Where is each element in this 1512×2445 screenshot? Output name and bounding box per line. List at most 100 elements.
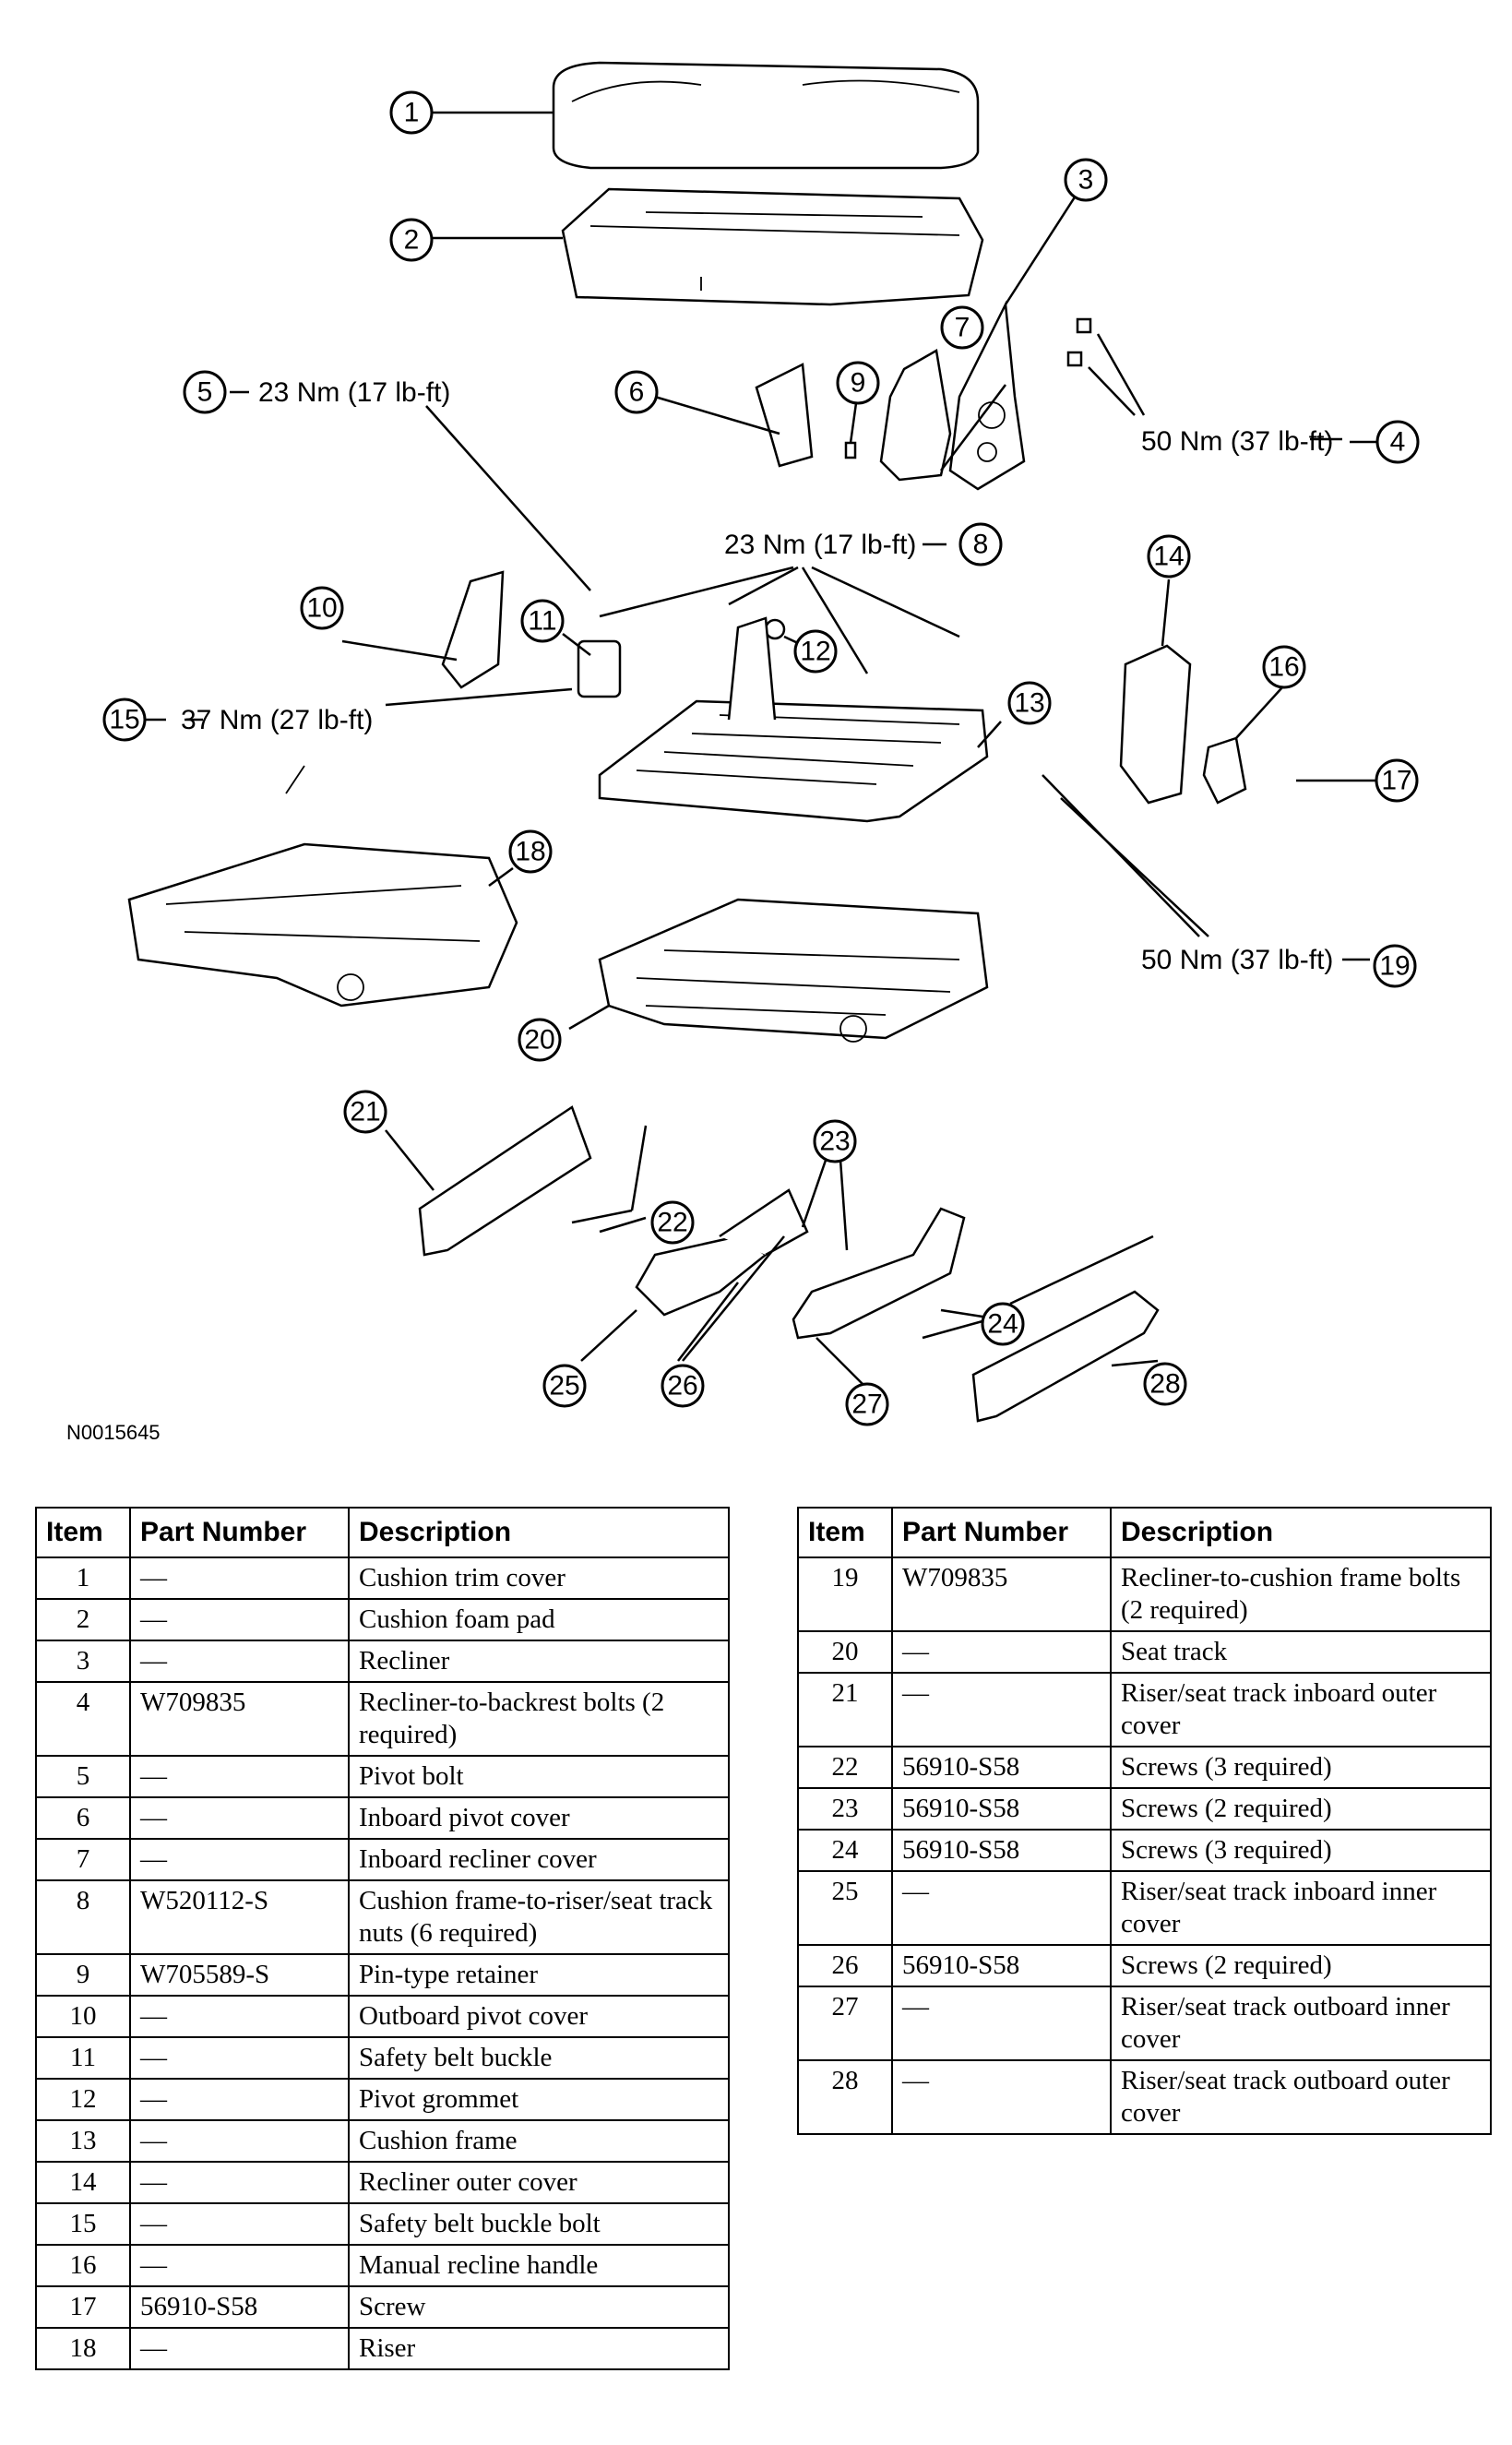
cell-description: Cushion frame-to-riser/seat track nuts (… <box>348 1879 730 1955</box>
svg-text:19: 19 <box>1379 951 1410 982</box>
svg-text:8: 8 <box>973 530 989 560</box>
table-row: 15—Safety belt buckle bolt <box>35 2202 730 2246</box>
callout-21: 21 <box>343 1090 387 1134</box>
callout-20: 20 <box>518 1018 562 1062</box>
callout-17: 17 <box>1375 758 1419 803</box>
svg-text:22: 22 <box>657 1208 687 1238</box>
table-row: 1—Cushion trim cover <box>35 1556 730 1600</box>
cell-item: 14 <box>35 2161 131 2204</box>
svg-text:28: 28 <box>1149 1369 1180 1400</box>
cell-item: 28 <box>797 2059 893 2135</box>
svg-text:14: 14 <box>1153 542 1184 572</box>
cell-part-number: — <box>129 2327 350 2370</box>
cell-part-number: — <box>129 2036 350 2080</box>
callout-8: 8 <box>958 522 1003 567</box>
table-row: 3—Recliner <box>35 1640 730 1683</box>
svg-text:26: 26 <box>667 1371 697 1401</box>
header-description: Description <box>348 1507 730 1558</box>
cell-description: Screws (2 required) <box>1110 1944 1492 1987</box>
svg-text:23: 23 <box>819 1127 850 1157</box>
callout-18: 18 <box>508 829 553 874</box>
recliner-outer-cover-part <box>1119 644 1192 805</box>
cell-description: Inboard recliner cover <box>348 1838 730 1881</box>
cell-part-number: — <box>891 1630 1112 1674</box>
torque-label-19: 50 Nm (37 lb-ft) <box>1141 945 1333 975</box>
svg-text:6: 6 <box>629 377 645 408</box>
riser-part <box>127 842 518 1008</box>
cell-part-number: W709835 <box>129 1681 350 1757</box>
table-row: 5—Pivot bolt <box>35 1755 730 1798</box>
cell-part-number: — <box>891 1870 1112 1946</box>
figure-code: N0015645 <box>66 1421 161 1444</box>
cell-item: 13 <box>35 2119 131 2163</box>
cell-description: Recliner-to-backrest bolts (2 required) <box>348 1681 730 1757</box>
callout-28: 28 <box>1143 1362 1187 1406</box>
cell-item: 3 <box>35 1640 131 1683</box>
cell-item: 10 <box>35 1995 131 2038</box>
svg-text:16: 16 <box>1268 652 1299 683</box>
cell-description: Outboard pivot cover <box>348 1995 730 2038</box>
pivot-grommet-part <box>764 618 786 640</box>
callout-1: 1 <box>389 90 434 135</box>
callout-9: 9 <box>836 361 880 405</box>
callout-26: 26 <box>661 1364 705 1408</box>
cushion-trim-cover-part <box>552 61 980 170</box>
table-row: 10—Outboard pivot cover <box>35 1995 730 2038</box>
table-row: 6—Inboard pivot cover <box>35 1796 730 1840</box>
table-row: 2—Cushion foam pad <box>35 1598 730 1641</box>
cell-item: 15 <box>35 2202 131 2246</box>
callout-24: 24 <box>981 1302 1025 1346</box>
cell-part-number: — <box>891 1986 1112 2061</box>
cushion-foam-pad-part <box>561 187 984 306</box>
svg-text:2: 2 <box>404 225 420 256</box>
cell-item: 4 <box>35 1681 131 1757</box>
cell-part-number: 56910-S58 <box>891 1746 1112 1789</box>
cell-part-number: — <box>129 1838 350 1881</box>
cell-part-number: W520112-S <box>129 1879 350 1955</box>
callout-11: 11 <box>520 599 565 643</box>
pin-retainer-part <box>844 441 857 459</box>
cell-part-number: — <box>129 1995 350 2038</box>
svg-text:20: 20 <box>524 1025 554 1056</box>
callout-16: 16 <box>1262 645 1306 689</box>
table-row: 14—Recliner outer cover <box>35 2161 730 2204</box>
recliner-part <box>948 300 1026 491</box>
cell-description: Riser/seat track outboard outer cover <box>1110 2059 1492 2135</box>
callout-2: 2 <box>389 218 434 262</box>
table-row: 27—Riser/seat track outboard inner cover <box>797 1986 1492 2061</box>
torque-label-8: 23 Nm (17 lb-ft) <box>724 530 916 560</box>
table-header-row: Item Part Number Description <box>797 1507 1492 1558</box>
cell-part-number: 56910-S58 <box>891 1944 1112 1987</box>
table-row: 28—Riser/seat track outboard outer cover <box>797 2059 1492 2135</box>
table-row: 25—Riser/seat track inboard inner cover <box>797 1870 1492 1946</box>
seat-track-part <box>598 898 989 1040</box>
callout-3: 3 <box>1064 158 1108 202</box>
cell-item: 11 <box>35 2036 131 2080</box>
cell-item: 23 <box>797 1787 893 1831</box>
callout-10: 10 <box>300 586 344 630</box>
callout-5: 5 <box>183 370 227 414</box>
table-row: 7—Inboard recliner cover <box>35 1838 730 1881</box>
svg-text:3: 3 <box>1078 165 1094 196</box>
outboard-outer-cover-part <box>971 1290 1160 1423</box>
cell-item: 1 <box>35 1556 131 1600</box>
svg-text:21: 21 <box>350 1097 380 1127</box>
cell-item: 26 <box>797 1944 893 1987</box>
cell-description: Recliner <box>348 1640 730 1683</box>
header-description: Description <box>1110 1507 1492 1558</box>
svg-text:4: 4 <box>1390 427 1406 458</box>
torque-label-5: 23 Nm (17 lb-ft) <box>258 377 450 408</box>
callout-25: 25 <box>542 1364 587 1408</box>
callout-15: 15 <box>102 698 147 742</box>
torque-label-4: 50 Nm (37 lb-ft) <box>1141 426 1333 457</box>
cell-part-number: — <box>129 1598 350 1641</box>
cell-description: Riser/seat track outboard inner cover <box>1110 1986 1492 2061</box>
cell-description: Recliner outer cover <box>348 2161 730 2204</box>
cell-item: 16 <box>35 2244 131 2287</box>
